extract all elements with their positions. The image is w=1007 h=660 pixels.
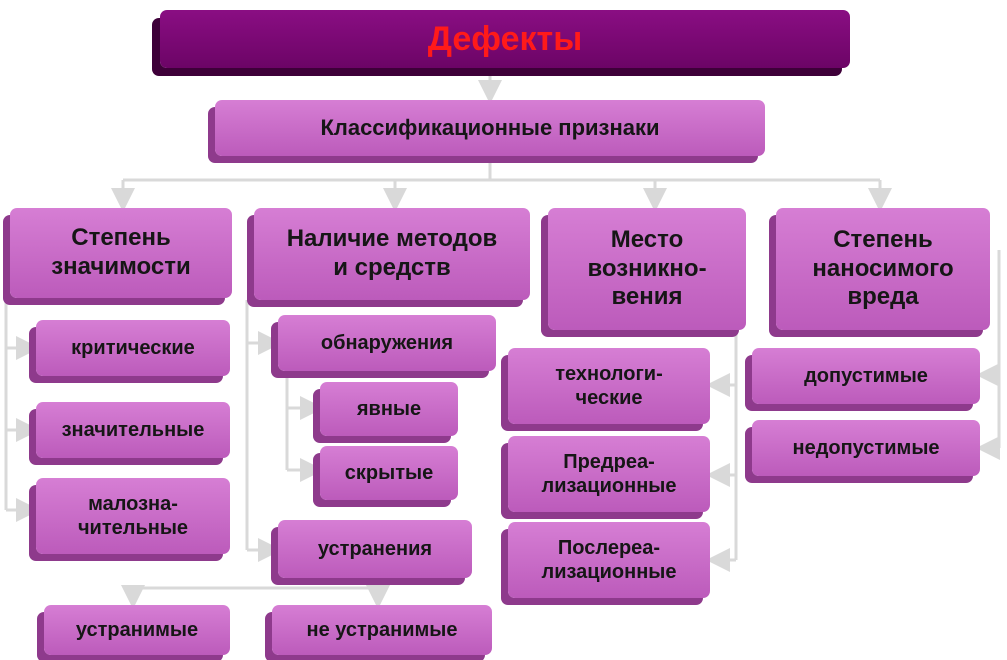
- item-insignificant: малозна- чительные: [36, 478, 230, 554]
- item-eliminable: устранимые: [44, 605, 230, 655]
- subtitle-box: Классификационные признаки: [215, 100, 765, 156]
- group-detection: обнаружения: [278, 315, 496, 371]
- item-technological: технологи- ческие: [508, 348, 710, 424]
- item-post-realization: Послереа- лизационные: [508, 522, 710, 598]
- title-box: Дефекты: [160, 10, 850, 68]
- item-acceptable: допустимые: [752, 348, 980, 404]
- item-unacceptable: недопустимые: [752, 420, 980, 476]
- item-obvious: явные: [320, 382, 458, 436]
- item-hidden: скрытые: [320, 446, 458, 500]
- item-significant: значительные: [36, 402, 230, 458]
- group-elimination: устранения: [278, 520, 472, 578]
- item-pre-realization: Предреа- лизационные: [508, 436, 710, 512]
- category-harm-degree: Степень наносимого вреда: [776, 208, 990, 330]
- item-non-eliminable: не устранимые: [272, 605, 492, 655]
- category-significance: Степень значимости: [10, 208, 232, 298]
- category-origin-place: Место возникно- вения: [548, 208, 746, 330]
- category-methods-means: Наличие методов и средств: [254, 208, 530, 300]
- item-critical: критические: [36, 320, 230, 376]
